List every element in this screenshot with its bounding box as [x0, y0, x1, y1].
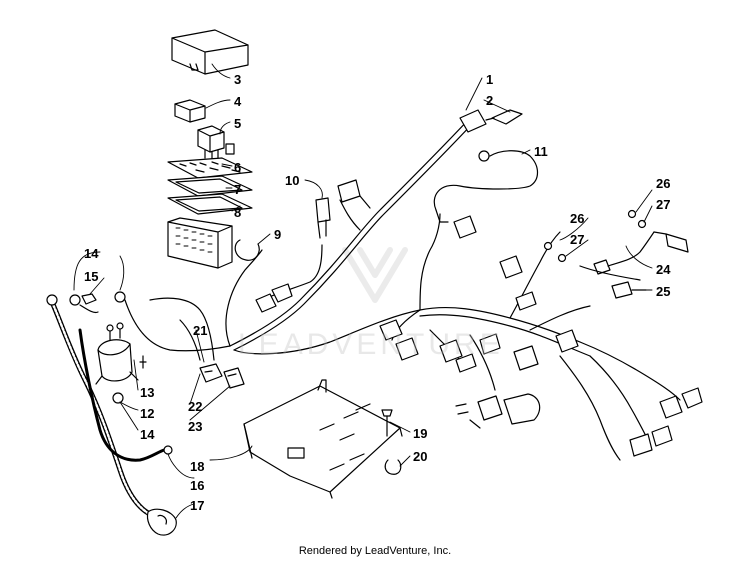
- ground-wire: [433, 150, 539, 223]
- oxygen-sensor-connector: [315, 179, 371, 239]
- callout-20: 20: [413, 449, 428, 464]
- callout-27-right: 27: [656, 197, 671, 212]
- callout-27-left: 27: [570, 232, 585, 247]
- callout-19: 19: [413, 426, 428, 441]
- relay: [197, 125, 225, 161]
- cable-clamp-ring: [234, 239, 260, 261]
- fuse-box-seal: [167, 193, 253, 215]
- callout-17: 17: [190, 498, 205, 513]
- watermark-logo: [342, 247, 408, 303]
- callout-2: 2: [486, 93, 494, 108]
- callout-15: 15: [84, 269, 99, 284]
- fuse: [225, 143, 235, 155]
- callout-11: 11: [534, 144, 548, 159]
- ring-terminals: [46, 291, 126, 314]
- temperature-sensor: [593, 231, 689, 275]
- harness-connector-top: [459, 109, 523, 133]
- speed-sensor: [579, 265, 647, 299]
- callout-18: 18: [190, 459, 205, 474]
- callout-9: 9: [274, 227, 282, 242]
- callout-24: 24: [656, 262, 671, 277]
- electrical-mounting-plate: [243, 379, 403, 499]
- fuse-box-gasket: [167, 175, 253, 197]
- callout-3: 3: [234, 72, 242, 87]
- callout-14-bottom: 14: [140, 427, 155, 442]
- callout-25: 25: [656, 284, 671, 299]
- callout-leader-lines: [73, 63, 653, 519]
- battery-terminal-boot: [146, 508, 177, 536]
- callout-26-right: 26: [656, 176, 671, 191]
- harness-connector-bottom: [455, 393, 541, 429]
- fuse-box-base: [167, 217, 233, 269]
- callout-6: 6: [234, 160, 242, 175]
- callout-12: 12: [140, 406, 155, 421]
- mini-relay: [174, 99, 206, 123]
- watermark-text: LEADVENTURE: [238, 328, 504, 361]
- callout-16: 16: [190, 478, 205, 493]
- callout-26-left: 26: [570, 211, 585, 226]
- callout-1: 1: [486, 72, 494, 87]
- callout-22: 22: [188, 399, 203, 414]
- harness-connector-cluster: [379, 215, 579, 373]
- starter-solenoid: [95, 322, 147, 404]
- callout-5: 5: [234, 116, 242, 131]
- battery-cable-spiral-wrap: [49, 299, 155, 518]
- fuse-panel-board: [167, 157, 253, 179]
- callout-23: 23: [188, 419, 203, 434]
- callout-8: 8: [234, 205, 242, 220]
- callout-13: 13: [140, 385, 155, 400]
- relay-connectors: [199, 363, 245, 389]
- wire-clip: [384, 459, 402, 475]
- callout-4: 4: [234, 94, 242, 109]
- callout-7: 7: [234, 182, 242, 197]
- fuse-box-cover: [171, 29, 249, 75]
- mounting-screw: [381, 409, 393, 437]
- harness-connector-right: [629, 387, 703, 457]
- ground-cable: [78, 328, 173, 462]
- callout-14-top: 14: [84, 246, 99, 261]
- callout-21: 21: [193, 323, 208, 338]
- footer-credit: Rendered by LeadVenture, Inc.: [298, 545, 452, 557]
- callout-10: 10: [285, 173, 300, 188]
- harness-connector-left: [255, 283, 293, 313]
